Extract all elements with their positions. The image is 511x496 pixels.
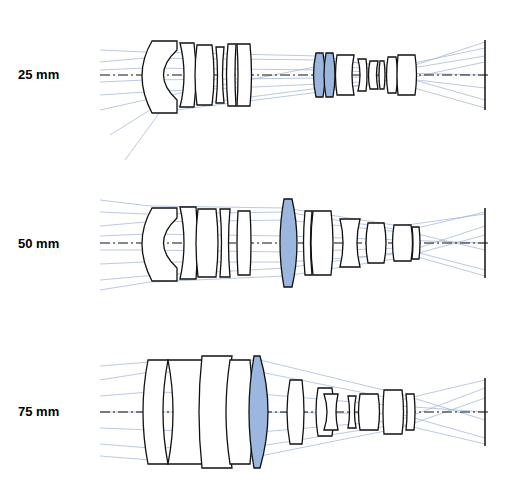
lens-elements: [143, 356, 415, 468]
zoom-setting-label: 75 mm: [18, 404, 59, 419]
zoom-setting-label: 50 mm: [18, 236, 59, 251]
lens-elements: [142, 199, 420, 287]
lens-elements: [142, 41, 417, 113]
rays: [100, 200, 485, 290]
zoom-setting-label: 25 mm: [18, 67, 59, 82]
rays: [100, 42, 485, 160]
